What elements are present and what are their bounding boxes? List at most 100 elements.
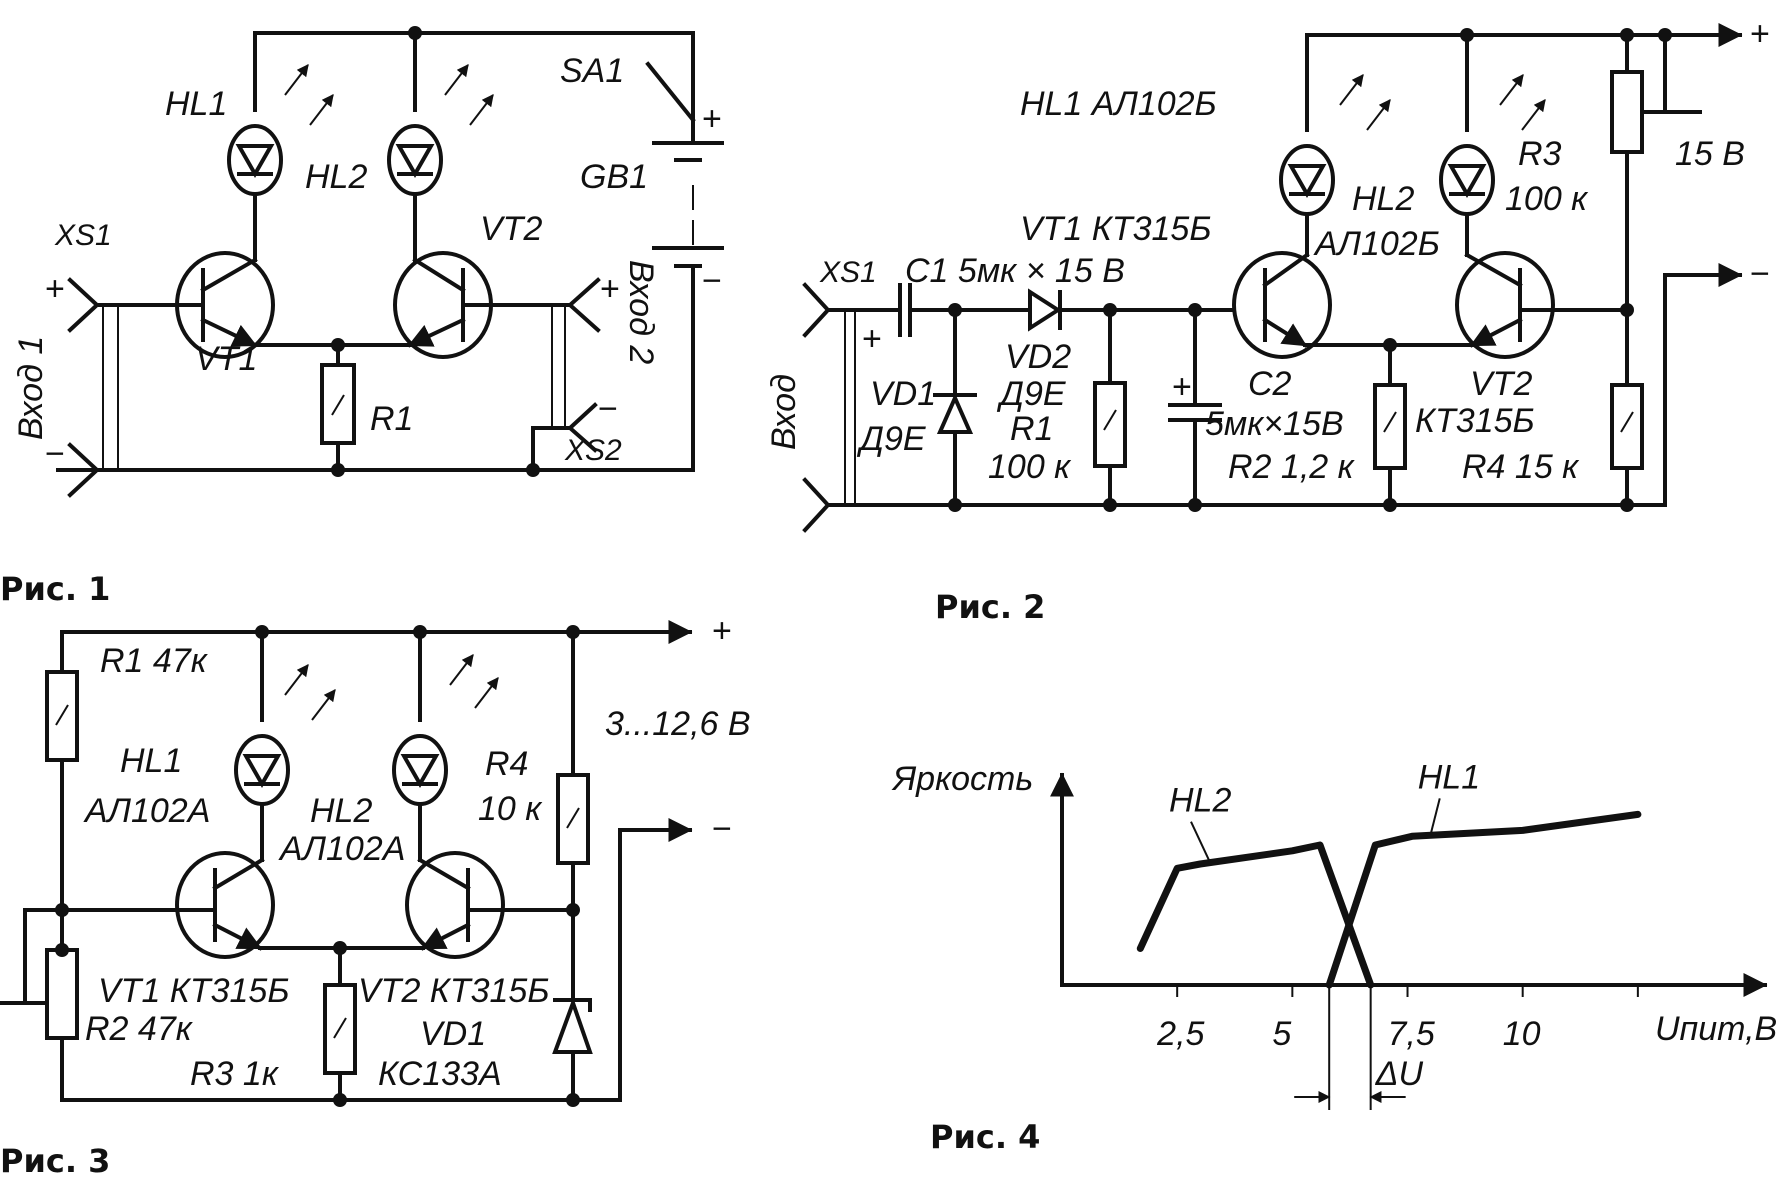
label-r4: R4 15 к — [1462, 448, 1580, 486]
supply-plus: + — [1750, 15, 1770, 53]
connector-xs1 — [802, 282, 856, 533]
figure-1: HL1 HL2 SA1 GB1 VT2 VT1 R1 XS1 XS2 + − +… — [0, 26, 724, 608]
supply-plus: + — [712, 612, 732, 650]
transistor-vt1 — [1232, 251, 1332, 359]
label-vd2-type: Д9Е — [996, 375, 1066, 413]
label-r2: R2 47к — [85, 1010, 194, 1048]
x-tick-label: 10 — [1503, 1015, 1541, 1053]
label-c2: C2 — [1248, 365, 1292, 403]
led-hl2 — [392, 734, 448, 806]
series-leader-line — [1429, 798, 1441, 836]
caption-fig1: Рис. 1 — [0, 570, 110, 608]
label-c1: C1 5мк × 15 В — [905, 252, 1125, 290]
gb1-minus: − — [702, 262, 722, 300]
label-hl1-type: АЛ102А — [83, 792, 210, 830]
led-hl2 — [387, 124, 443, 196]
label-hl1: HL1 АЛ102Б — [1020, 85, 1217, 123]
label-input1: Вход 1 — [12, 336, 50, 440]
x-axis-label: Uпит,В — [1655, 1010, 1777, 1048]
label-vd1: VD1 — [870, 375, 936, 413]
label-supply: 15 В — [1675, 135, 1745, 173]
label-r1: R1 — [370, 400, 413, 438]
figure-4-chart: 2,5 5 7,5 10 HL2 HL1 ΔU Яркость Uпит,В Рис. … — [891, 758, 1777, 1156]
led-hl1 — [227, 124, 283, 196]
label-hl2-type: АЛ102Б — [1313, 225, 1440, 263]
gb1-plus: + — [702, 100, 722, 138]
x-tick-label: 2,5 — [1156, 1015, 1204, 1053]
diode-vd2 — [1028, 288, 1062, 332]
label-xs1: XS1 — [819, 256, 877, 289]
light-arrows-icon — [284, 64, 494, 126]
transistor-vt2 — [405, 851, 505, 959]
label-r1: R1 47к — [100, 642, 209, 680]
resistor-r4 — [1610, 383, 1644, 470]
series-label: HL2 — [1169, 782, 1231, 820]
potentiometer-r2 — [45, 948, 79, 1040]
figure-2: HL1 АЛ102Б VT1 КТ315Б HL2 АЛ102Б R3 100 … — [765, 15, 1770, 626]
label-r1: R1 — [1010, 410, 1053, 448]
label-vd1: VD1 — [420, 1015, 486, 1053]
resistor-r1 — [1093, 381, 1127, 468]
label-c2-value: 5мк×15В — [1205, 405, 1344, 443]
transistor-vt2 — [1455, 251, 1555, 359]
label-hl2: HL2 — [305, 158, 367, 196]
label-r4-value: 10 к — [478, 790, 543, 828]
battery-gb1 — [652, 141, 724, 268]
label-xs1: XS1 — [54, 219, 112, 252]
label-hl1: HL1 — [165, 85, 227, 123]
figure-3: R1 47к HL1 АЛ102А HL2 АЛ102А R4 10 к 3..… — [0, 612, 751, 1180]
light-arrows-icon — [284, 654, 499, 721]
resistor-r2 — [1373, 383, 1407, 470]
label-vt2: VT2 КТ315Б — [358, 972, 549, 1010]
potentiometer-r3 — [1610, 70, 1644, 154]
switch-sa1 — [645, 61, 696, 123]
label-vd1-type: Д9Е — [856, 420, 926, 458]
label-input2: Вход 2 — [622, 260, 660, 364]
label-hl2: HL2 — [1352, 180, 1414, 218]
xs2-plus: + — [600, 270, 620, 308]
label-vt1: VT1 КТ315Б — [1020, 210, 1211, 248]
x-tick-label: 5 — [1272, 1015, 1291, 1053]
label-r3: R3 1к — [190, 1055, 280, 1093]
c1-plus: + — [862, 320, 882, 358]
delta-u-label: ΔU — [1375, 1055, 1424, 1093]
label-r3: R3 — [1518, 135, 1562, 173]
label-hl2-type: АЛ102А — [278, 830, 405, 868]
label-vt2: VT2 — [1470, 365, 1532, 403]
xs1-minus: − — [45, 435, 65, 473]
x-tick-label: 7,5 — [1388, 1015, 1435, 1053]
label-vt2-type: КТ315Б — [1415, 402, 1535, 440]
y-axis-label: Яркость — [891, 760, 1033, 798]
series-leader-line — [1190, 821, 1211, 862]
label-hl1: HL1 — [120, 742, 182, 780]
xs1-plus: + — [45, 270, 65, 308]
zener-diode-vd1 — [552, 997, 593, 1054]
label-supply: 3...12,6 В — [605, 705, 751, 743]
label-r3-value: 100 к — [1505, 180, 1589, 218]
label-vd2: VD2 — [1005, 338, 1071, 376]
label-vt1: VT1 — [195, 340, 257, 378]
transistor-vt1 — [175, 851, 275, 959]
label-sa1: SA1 — [560, 52, 624, 90]
label-gb1: GB1 — [580, 158, 648, 196]
label-r1-value: 100 к — [988, 448, 1072, 486]
series-label: HL1 — [1418, 758, 1480, 796]
c2-plus: + — [1172, 368, 1192, 406]
label-vt2: VT2 — [480, 210, 542, 248]
label-input: Вход — [765, 374, 803, 450]
supply-minus: − — [712, 810, 732, 848]
connector-xs1 — [67, 277, 119, 498]
diode-vd1 — [933, 393, 977, 434]
label-r2: R2 1,2 к — [1228, 448, 1356, 486]
label-hl2: HL2 — [310, 792, 372, 830]
caption-fig3: Рис. 3 — [0, 1142, 110, 1180]
series-hl2 — [1136, 841, 1375, 989]
led-hl1 — [234, 734, 290, 806]
label-r4: R4 — [485, 745, 528, 783]
series-hl1 — [1325, 810, 1642, 989]
xs2-minus: − — [598, 390, 618, 428]
caption-fig4: Рис. 4 — [930, 1118, 1040, 1156]
label-xs2: XS2 — [564, 434, 622, 467]
connector-xs2 — [531, 277, 601, 472]
